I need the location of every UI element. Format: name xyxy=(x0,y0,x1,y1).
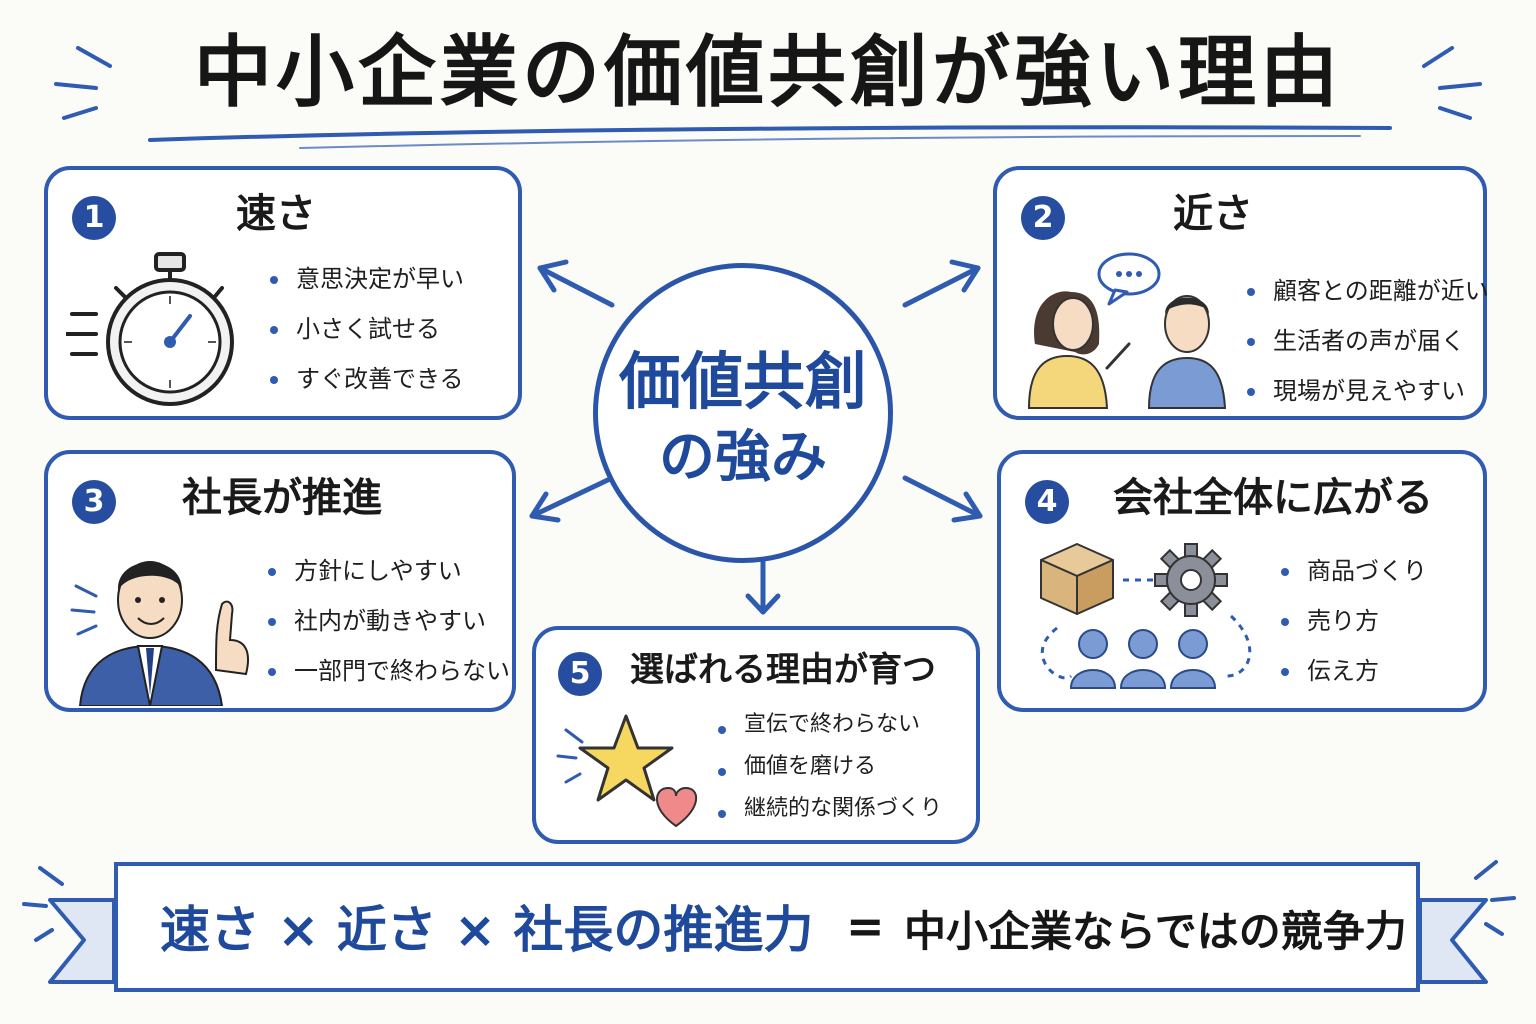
title-sparkle-right-icon xyxy=(1422,46,1482,120)
center-title-line2: の強み xyxy=(659,425,827,490)
card-president: 3 社長が推進 方針にしやすい 社内が動きやすい 一部門で終わらない xyxy=(44,450,516,712)
card-chosen-reason: 5 選ばれる理由が育つ 宣伝で終わらない 価値を磨ける 継続的な関係づくり xyxy=(532,626,980,844)
card-points: 意思決定が早い 小さく試せる すぐ改善できる xyxy=(270,254,464,404)
stopwatch-icon xyxy=(66,252,234,406)
list-item: 現場が見えやすい xyxy=(1247,366,1489,416)
banner-tail-left xyxy=(48,898,116,984)
card-points: 顧客との距離が近い 生活者の声が届く 現場が見えやすい xyxy=(1247,266,1489,416)
card-number: 2 xyxy=(1021,196,1065,240)
banner-sparkle-right-icon xyxy=(1474,860,1516,936)
card-number: 1 xyxy=(72,196,116,240)
card-number: 4 xyxy=(1025,480,1069,524)
card-speed: 1 速さ 意思決定が早い 小さく試せる すぐ改善できる xyxy=(44,166,522,420)
banner-result: 中小企業ならではの競争力 xyxy=(904,907,1407,956)
arrow-to-card-1 xyxy=(537,259,615,308)
card-heading: 速さ xyxy=(224,188,328,240)
list-item: 方針にしやすい xyxy=(268,546,510,596)
card-points: 方針にしやすい 社内が動きやすい 一部門で終わらない xyxy=(268,546,510,696)
list-item: 宣伝で終わらない xyxy=(718,704,942,746)
card-points: 宣伝で終わらない 価値を磨ける 継続的な関係づくり xyxy=(718,704,942,830)
list-item: 意思決定が早い xyxy=(270,254,464,304)
list-item: 価値を磨ける xyxy=(718,746,942,788)
conversation-people-icon xyxy=(1027,252,1227,409)
center-title-line1: 価値共創 xyxy=(618,345,867,418)
list-item: 社内が動きやすい xyxy=(268,596,510,646)
page-title: 中小企業の価値共創が強い理由 xyxy=(193,28,1342,118)
card-heading: 近さ xyxy=(1161,188,1265,240)
title-underline xyxy=(148,125,1392,142)
banner-equals: = xyxy=(846,899,885,953)
card-number: 5 xyxy=(558,652,602,696)
card-number: 3 xyxy=(72,480,116,524)
list-item: 売り方 xyxy=(1281,596,1427,646)
banner-tail-right xyxy=(1418,898,1488,984)
arrow-to-card-2 xyxy=(902,259,981,308)
arrow-to-card-5 xyxy=(745,559,781,615)
card-companywide: 4 会社全体に広がる 商品づくり 売り方 xyxy=(997,450,1487,712)
list-item: 小さく試せる xyxy=(270,304,464,354)
banner-formula: 速さ × 近さ × 社長の推進力 xyxy=(151,890,822,970)
box-gear-team-icon xyxy=(1040,543,1252,689)
card-heading: 会社全体に広がる xyxy=(1101,472,1445,524)
president-pointing-icon xyxy=(70,561,249,706)
list-item: 継続的な関係づくり xyxy=(718,788,942,830)
banner-sparkle-left-icon xyxy=(22,866,64,942)
list-item: 伝え方 xyxy=(1281,646,1427,696)
title-sparkle-left-icon xyxy=(54,46,112,120)
list-item: 一部門で終わらない xyxy=(268,646,510,696)
list-item: 生活者の声が届く xyxy=(1247,316,1489,366)
arrow-to-card-4 xyxy=(902,475,983,523)
summary-banner xyxy=(114,862,1420,992)
arrow-to-card-3 xyxy=(529,475,615,523)
star-heart-icon xyxy=(556,714,698,828)
list-item: 商品づくり xyxy=(1281,546,1427,596)
card-points: 商品づくり 売り方 伝え方 xyxy=(1281,546,1427,696)
center-circle: 価値共創 の強み xyxy=(593,263,893,563)
list-item: 顧客との距離が近い xyxy=(1247,266,1489,316)
card-closeness: 2 近さ 顧客との距離が近い 生活者の声が届く 現場が見えやすい xyxy=(993,166,1489,420)
card-heading: 社長が推進 xyxy=(170,472,394,524)
list-item: すぐ改善できる xyxy=(270,354,464,404)
card-heading: 選ばれる理由が育つ xyxy=(618,644,948,696)
